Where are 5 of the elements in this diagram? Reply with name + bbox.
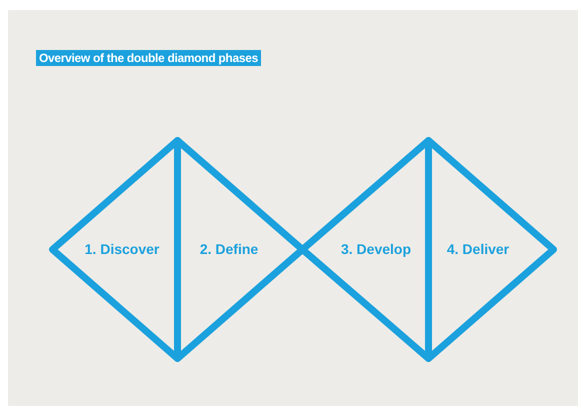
phase-label: 3. Develop [340,241,412,257]
phase-label: 1. Discover [84,241,160,257]
phase-label: 4. Deliver [446,241,510,257]
title: Overview of the double diamond phases [36,50,261,66]
phase-label: 2. Define [200,241,258,257]
